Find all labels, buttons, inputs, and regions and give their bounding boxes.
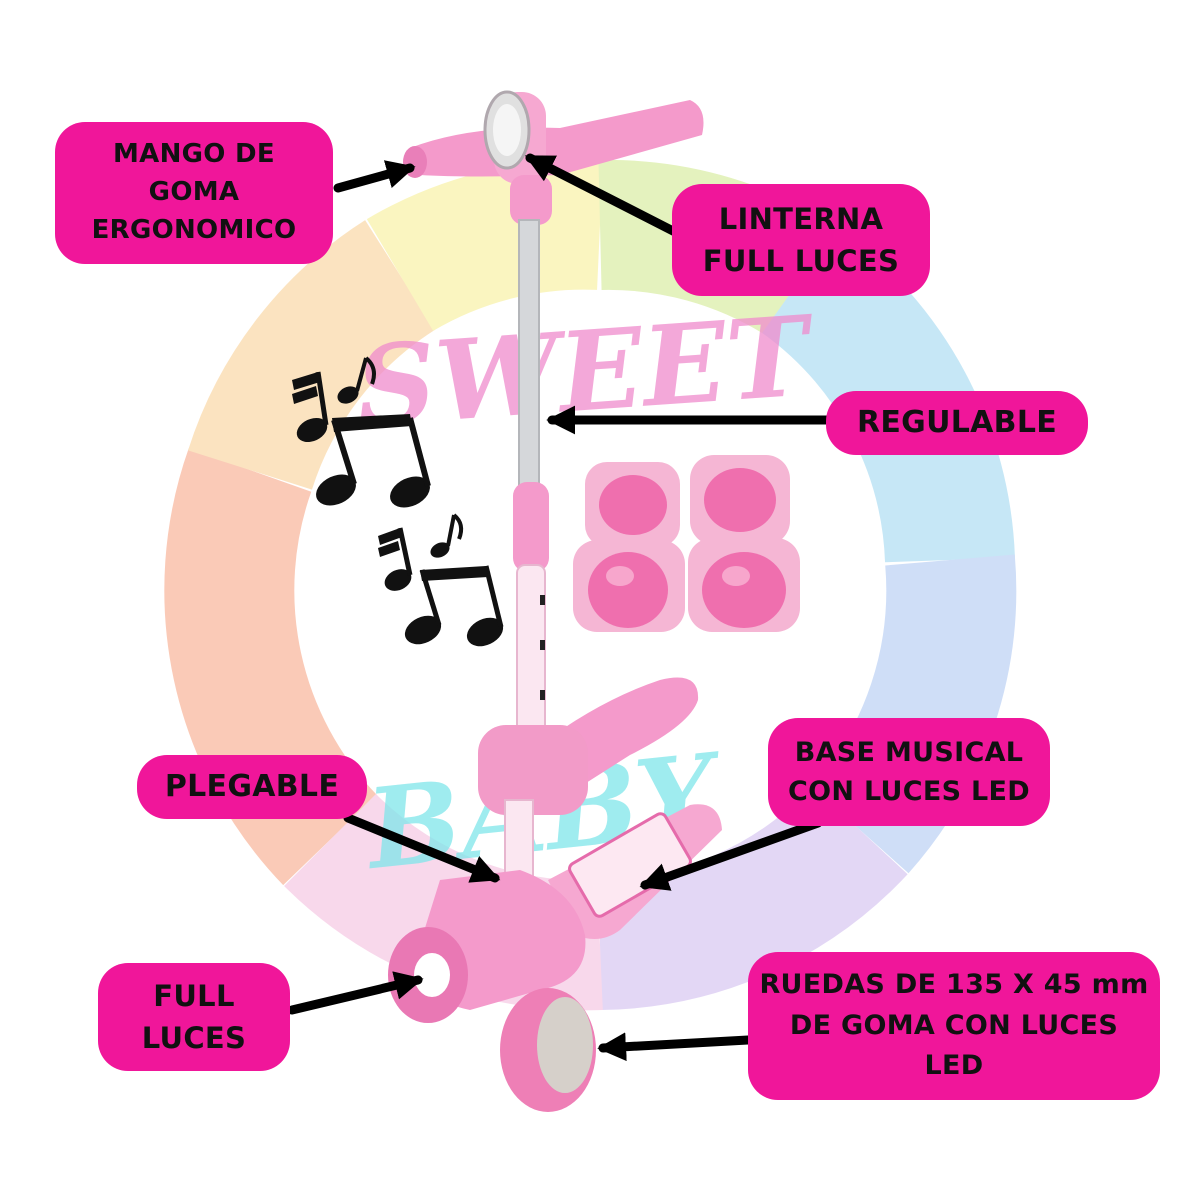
arrow-linterna	[524, 153, 680, 237]
scooter	[388, 90, 722, 1112]
puzzle-piece-lilac	[598, 784, 908, 1010]
callout-plegable-text: PLEGABLE	[164, 769, 340, 805]
puzzle-piece-yellow	[366, 159, 603, 332]
arrow-base	[639, 818, 823, 891]
puzzle-piece-peach	[188, 220, 436, 491]
arrow-ruedas	[597, 1032, 753, 1062]
callout-base: BASE MUSICAL CON LUCES LED	[768, 718, 1050, 826]
callout-arrows	[287, 153, 835, 1062]
callout-base-text: BASE MUSICAL CON LUCES LED	[788, 736, 1030, 807]
arrow-plegable	[343, 813, 501, 883]
callout-full-luces-text: FULL LUCES	[141, 978, 247, 1055]
callout-regulable: REGULABLE	[826, 391, 1088, 455]
callout-mango: MANGO DE GOMA ERGONOMICO	[55, 122, 333, 264]
handlebar-grip	[405, 100, 704, 177]
callout-full-luces: FULL LUCES	[98, 963, 290, 1071]
arrow-full	[287, 971, 424, 1015]
music-notes-icon	[292, 356, 504, 647]
adjustable-pole	[518, 219, 540, 491]
callout-linterna: LINTERNA FULL LUCES	[672, 184, 930, 296]
callout-ruedas: RUEDAS DE 135 X 45 mm DE GOMA CON LUCES …	[748, 952, 1160, 1100]
callout-regulable-text: REGULABLE	[856, 405, 1058, 441]
callout-linterna-text: LINTERNA FULL LUCES	[702, 201, 900, 278]
callout-plegable: PLEGABLE	[137, 755, 367, 819]
arrow-mango	[333, 160, 416, 193]
lettering-top: SWEET	[352, 291, 820, 452]
protective-pads	[573, 455, 800, 632]
callout-ruedas-text: RUEDAS DE 135 X 45 mm DE GOMA CON LUCES …	[759, 969, 1149, 1082]
callout-mango-text: MANGO DE GOMA ERGONOMICO	[91, 139, 297, 245]
